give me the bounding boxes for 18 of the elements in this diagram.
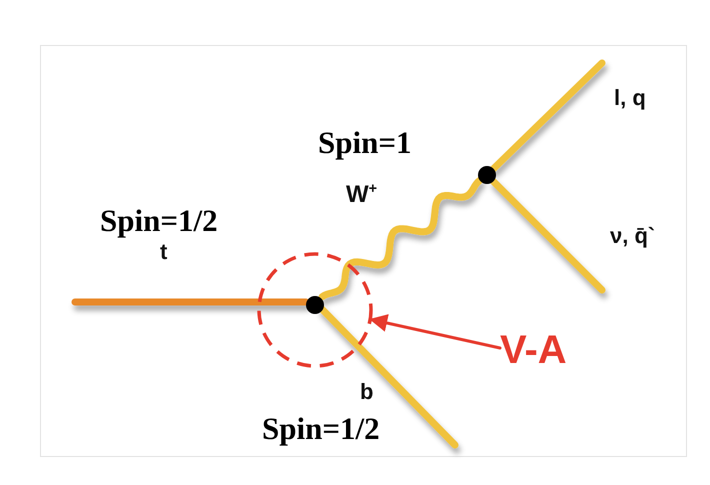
particle-line	[490, 60, 606, 172]
annotation-label: V-A	[500, 328, 600, 372]
particle-label: ν, q̄`	[610, 224, 656, 248]
particle-line	[72, 298, 310, 306]
vertex-dot	[306, 296, 324, 314]
particle-label: l, q	[614, 86, 646, 110]
arrow	[369, 314, 502, 350]
dashed-circle	[257, 252, 373, 368]
vertex-dot	[478, 166, 496, 184]
particle-label: t	[160, 240, 168, 264]
particle-label: b	[360, 380, 374, 404]
particle-label: W$^{+}$	[346, 182, 378, 208]
particle-line	[318, 304, 458, 448]
particle-line	[318, 176, 484, 300]
spin-label: Spin=1/2	[100, 204, 218, 238]
particle-line	[490, 178, 606, 294]
spin-label: Spin=1/2	[262, 412, 380, 446]
spin-label: Spin=1	[318, 126, 412, 160]
